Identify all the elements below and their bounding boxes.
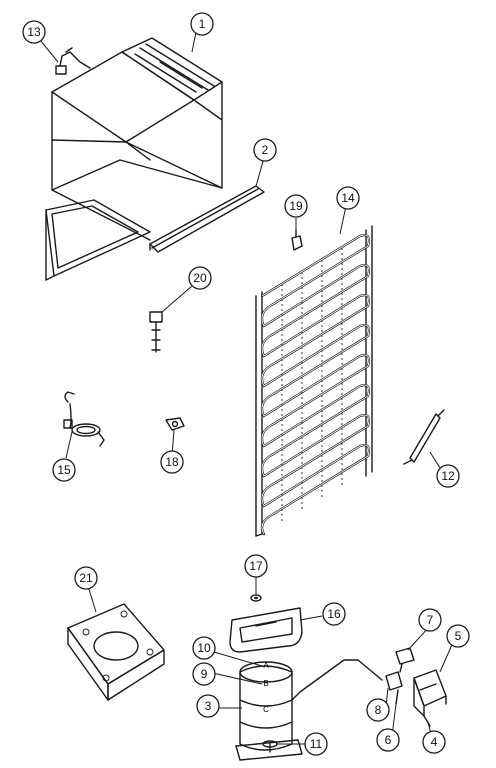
compressor: A B C (235, 659, 383, 761)
svg-text:21: 21 (79, 571, 93, 585)
callout-8: 8 (366, 698, 390, 722)
bracket-small (165, 417, 185, 431)
svg-text:1: 1 (199, 17, 206, 31)
svg-text:2: 2 (262, 143, 269, 157)
callout-5: 5 (446, 624, 470, 648)
capacitor (413, 669, 447, 727)
relay-assembly (385, 647, 415, 705)
condenser-coil (255, 225, 373, 537)
svg-text:16: 16 (327, 607, 341, 621)
svg-text:6: 6 (385, 733, 392, 747)
mounting-base (67, 603, 165, 701)
thermostat-part (55, 47, 91, 75)
sensor-part (149, 311, 163, 353)
callout-16: 16 (322, 602, 346, 626)
callout-15: 15 (52, 458, 76, 482)
leader-lines (39, 31, 455, 745)
callout-14: 14 (336, 186, 360, 210)
clip-part (291, 229, 303, 251)
probe-part (403, 409, 445, 465)
wire-harness (63, 391, 105, 447)
callout-12: 12 (436, 464, 460, 488)
svg-text:7: 7 (427, 613, 434, 627)
callout-11: 11 (304, 732, 328, 756)
callout-10: 10 (192, 636, 216, 660)
trim-strip (149, 185, 265, 253)
callout-18: 18 (160, 450, 184, 474)
callout-7: 7 (418, 608, 442, 632)
grommet (250, 594, 262, 602)
svg-text:10: 10 (197, 641, 211, 655)
callout-9: 9 (192, 662, 216, 686)
evaporator-box (45, 37, 223, 281)
callout-6: 6 (376, 728, 400, 752)
compressor-mark-top: A (263, 661, 269, 670)
svg-text:14: 14 (341, 191, 355, 205)
svg-text:17: 17 (249, 559, 263, 573)
callout-19: 19 (284, 194, 308, 218)
svg-text:12: 12 (441, 469, 455, 483)
compressor-mark-mid: B (263, 679, 268, 688)
callout-3: 3 (196, 694, 220, 718)
callout-20: 20 (188, 266, 212, 290)
svg-text:3: 3 (205, 699, 212, 713)
callout-17: 17 (244, 554, 268, 578)
callout-4: 4 (422, 730, 446, 754)
callout-13: 13 (22, 20, 46, 44)
svg-text:13: 13 (27, 25, 41, 39)
svg-text:19: 19 (289, 199, 303, 213)
compressor-mark-low: C (263, 705, 269, 714)
svg-text:9: 9 (201, 667, 208, 681)
svg-text:8: 8 (375, 703, 382, 717)
drain-pan (229, 607, 303, 653)
callout-21: 21 (74, 566, 98, 590)
callout-1: 1 (190, 12, 214, 36)
svg-text:5: 5 (455, 629, 462, 643)
svg-text:18: 18 (165, 455, 179, 469)
callout-2: 2 (253, 138, 277, 162)
svg-text:4: 4 (431, 735, 438, 749)
svg-text:20: 20 (193, 271, 207, 285)
svg-text:11: 11 (310, 737, 323, 751)
svg-text:15: 15 (57, 463, 71, 477)
